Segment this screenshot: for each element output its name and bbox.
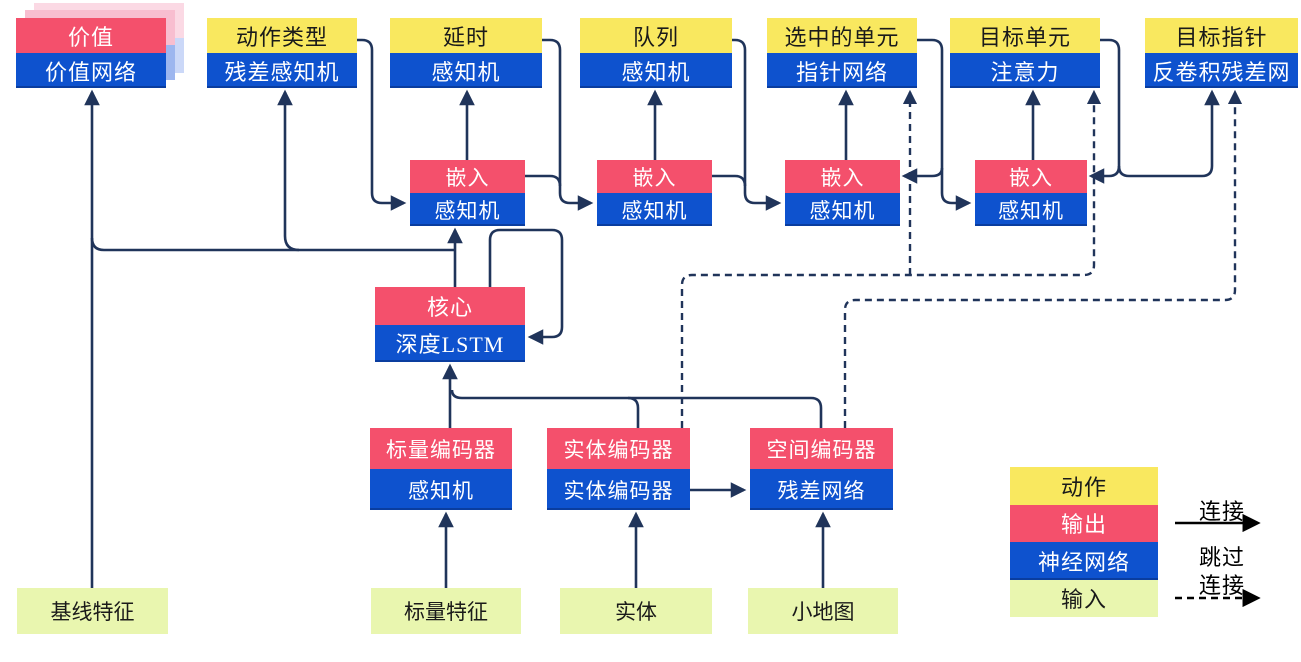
edge-delay-down [542,38,562,186]
legend-dashed-arrow-label-line1: 跳过 [1198,545,1246,570]
node-delay-title: 延时 [390,18,542,53]
node-selected-units-title: 选中的单元 [767,18,917,53]
node-target-unit-subtitle: 注意力 [950,53,1100,88]
node-target-unit: 目标单元 注意力 [950,18,1100,88]
legend-item-output: 输出 [1010,504,1158,542]
node-spatial-encoder-title: 空间编码器 [750,428,893,469]
node-queue: 队列 感知机 [580,18,732,88]
node-baseline-features: 基线特征 [17,588,168,634]
node-target-pointer-title: 目标指针 [1145,18,1298,53]
node-value-title: 价值 [16,18,166,53]
node-action-type: 动作类型 残差感知机 [207,18,357,88]
node-embed-3: 嵌入 感知机 [785,160,900,226]
edge-selected-to-embed3 [901,167,944,184]
node-spatial-encoder-subtitle: 残差网络 [750,469,893,510]
node-delay: 延时 感知机 [390,18,542,88]
node-value-subtitle: 价值网络 [16,53,166,88]
node-embed-2-subtitle: 感知机 [597,193,712,226]
legend-dashed-arrow-label-line2: 连接 [1198,573,1246,598]
node-embed-1-subtitle: 感知机 [410,193,525,226]
edge-targetunit-down [1100,38,1121,166]
node-embed-2-title: 嵌入 [597,160,712,193]
node-core: 核心 深度LSTM [375,287,525,362]
node-target-pointer: 目标指针 反卷积残差网 [1145,18,1298,88]
node-embed-2: 嵌入 感知机 [597,160,712,226]
node-embed-1-title: 嵌入 [410,160,525,193]
edge-embed2-to-embed3 [712,174,782,211]
node-queue-title: 队列 [580,18,732,53]
node-embed-3-title: 嵌入 [785,160,900,193]
node-minimap: 小地图 [748,588,898,634]
node-core-title: 核心 [375,287,525,325]
legend-solid-arrow-label: 连接 [1198,499,1246,524]
edge-entityenc-merge [627,396,640,428]
skip-spatialenc-to-targetpointer [843,89,1243,428]
node-scalar-encoder-title: 标量编码器 [370,428,512,469]
edge-targetunit-to-targetpointer [1117,89,1220,178]
node-entity-encoder-subtitle: 实体编码器 [547,469,690,510]
edge-core-to-actiontype [277,89,300,252]
node-target-unit-title: 目标单元 [950,18,1100,53]
node-embed-4-subtitle: 感知机 [975,193,1087,226]
edge-queue-down [732,38,747,186]
node-action-type-title: 动作类型 [207,18,357,53]
node-scalar-encoder-subtitle: 感知机 [370,469,512,510]
node-embed-4: 嵌入 感知机 [975,160,1087,226]
node-selected-units-subtitle: 指针网络 [767,53,917,88]
node-value: 价值 价值网络 [16,3,184,88]
node-target-pointer-subtitle: 反卷积残差网 [1145,53,1298,88]
edge-targetunit-to-embed4 [1088,165,1121,184]
legend-item-action: 动作 [1010,467,1158,505]
legend-color-key: 动作 输出 神经网络 输入 [1010,467,1158,617]
node-queue-subtitle: 感知机 [580,53,732,88]
edge-core-output-horizontal [90,237,455,252]
node-embed-3-subtitle: 感知机 [785,193,900,226]
node-scalar-features: 标量特征 [371,588,521,634]
node-entity-encoder: 实体编码器 实体编码器 [547,428,690,510]
edge-spatialenc-merge [450,389,823,428]
node-spatial-encoder: 空间编码器 残差网络 [750,428,893,510]
legend-item-network: 神经网络 [1010,542,1158,580]
legend-item-input: 输入 [1010,579,1158,617]
node-scalar-encoder: 标量编码器 感知机 [370,428,512,510]
node-core-subtitle: 深度LSTM [375,324,525,362]
node-embed-4-title: 嵌入 [975,160,1087,193]
skip-entityenc-to-targetunit [680,89,1102,428]
node-action-type-subtitle: 残差感知机 [207,53,357,88]
edge-embed1-to-embed2 [525,174,594,211]
node-delay-subtitle: 感知机 [390,53,542,88]
node-entity-encoder-title: 实体编码器 [547,428,690,469]
node-selected-units: 选中的单元 指针网络 [767,18,917,88]
node-entities: 实体 [560,588,712,634]
node-embed-1: 嵌入 感知机 [410,160,525,226]
